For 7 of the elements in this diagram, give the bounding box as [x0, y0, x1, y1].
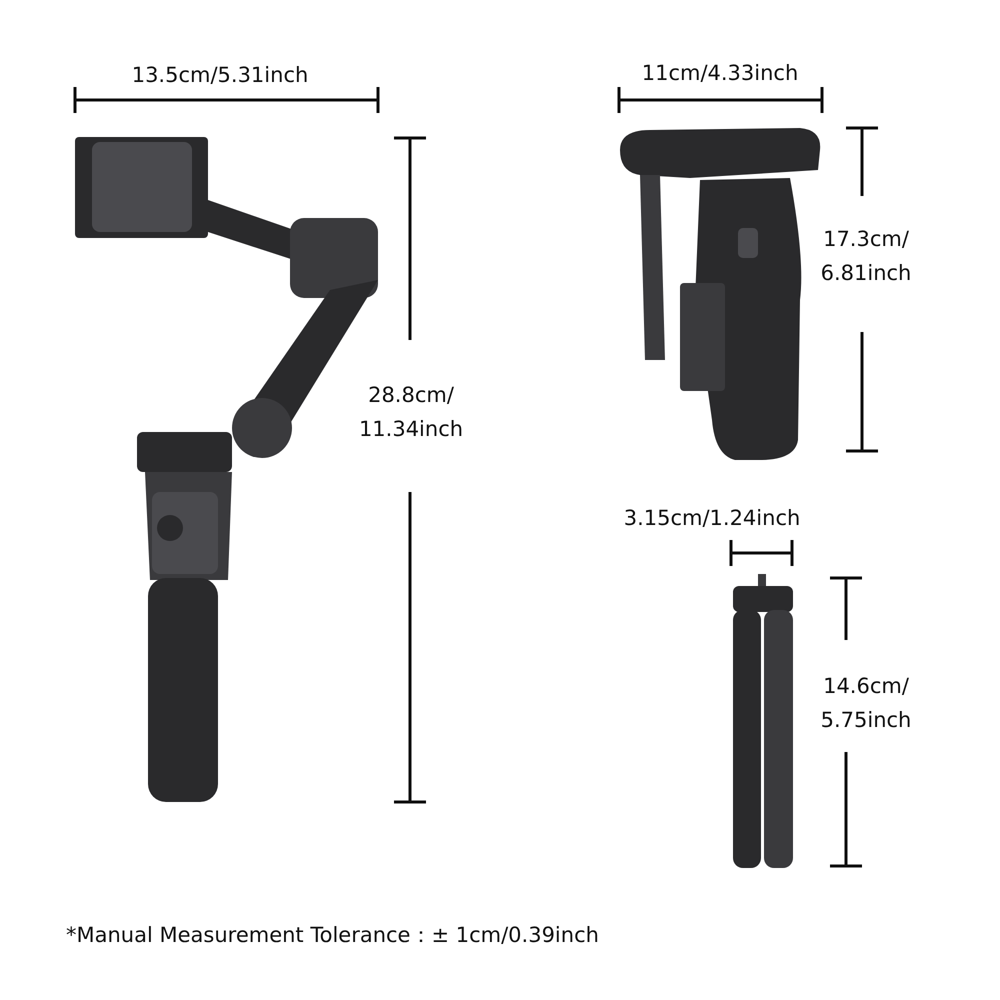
dimension-label: 11cm/4.33inch: [640, 60, 800, 87]
dimension-label: 13.5cm/5.31inch: [130, 62, 310, 89]
dimension-label: 17.3cm/ 6.81inch: [820, 226, 912, 287]
dimension-label: 3.15cm/1.24inch: [622, 505, 802, 532]
dimension-label: 28.8cm/ 11.34inch: [358, 382, 464, 443]
dimension-label: 14.6cm/ 5.75inch: [820, 673, 912, 734]
footnote: *Manual Measurement Tolerance：± 1cm/0.39inch: [66, 922, 599, 949]
